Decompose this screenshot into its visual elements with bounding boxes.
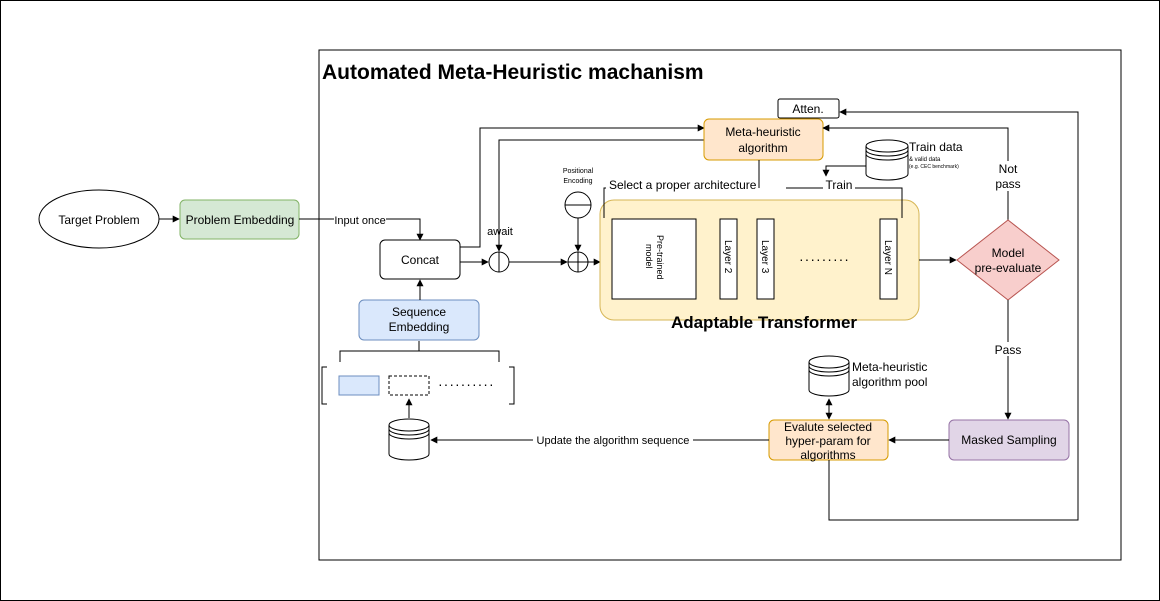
atten-label: Atten. <box>792 102 823 116</box>
sequence-embedding-line1: Sequence <box>392 305 446 319</box>
meta-heuristic-line2: algorithm <box>738 141 787 155</box>
concat-node <box>379 239 461 280</box>
edge-train-data <box>822 165 866 177</box>
edge-meta-to-await <box>495 139 704 252</box>
positional-encoding-line1: Positional <box>563 168 594 175</box>
edge-evaluate-to-atten <box>828 108 1079 521</box>
model-pre-evaluate-node <box>956 219 1060 301</box>
pool-line2: algorithm pool <box>852 375 927 389</box>
sequence-slot-filled <box>338 375 380 396</box>
sequence-slot-empty <box>388 375 430 396</box>
layer-2-label: Layer 2 <box>722 240 733 274</box>
not-pass-label: pass <box>995 177 1020 191</box>
pass-label: Pass <box>995 343 1022 357</box>
layer-dots: ········· <box>799 251 850 267</box>
sequence-dots: ·········· <box>438 376 495 392</box>
diagram-title: Automated Meta-Heuristic machanism <box>322 61 704 84</box>
mechanism-frame <box>318 49 1122 561</box>
layer-n-node <box>879 218 898 300</box>
algorithm-pool-database-icon <box>808 355 850 397</box>
pretrained-line1: Pre-trained <box>655 235 665 280</box>
sequence-embedding-line2: Embedding <box>389 320 450 334</box>
edge-concat-to-meta <box>460 124 705 248</box>
valid-data-label: & valid data <box>909 157 941 163</box>
meta-heuristic-line1: Meta-heuristic <box>725 125 800 139</box>
layer-3-label: Layer 3 <box>759 240 770 274</box>
adaptable-transformer-label: Adaptable Transformer <box>671 313 857 332</box>
sequence-bracket-right <box>509 366 515 405</box>
evaluate-line2: hyper-param for <box>785 434 870 448</box>
meta-heuristic-node <box>703 118 824 161</box>
masked-sampling-label: Masked Sampling <box>961 433 1056 447</box>
pretrained-line2: model <box>644 244 654 269</box>
pretrained-model-node <box>611 218 697 300</box>
layer-3-node <box>756 218 775 300</box>
input-once-label: Input once <box>334 215 385 227</box>
concat-label: Concat <box>401 253 440 267</box>
train-label: Train <box>826 178 853 192</box>
target-problem-label: Target Problem <box>58 213 139 227</box>
evaluate-line3: algorithms <box>800 448 855 462</box>
atten-node <box>777 98 840 119</box>
positional-encoding-line2: Encoding <box>563 178 592 185</box>
update-sequence-label: Update the algorithm sequence <box>537 435 690 447</box>
train-data-label: Train data <box>909 140 963 154</box>
problem-embedding-label: Problem Embedding <box>186 213 295 227</box>
sequence-database-icon <box>388 418 430 461</box>
layer-n-label: Layer N <box>882 240 893 275</box>
sequence-embedding-node <box>358 299 480 341</box>
train-data-database-icon <box>865 139 909 181</box>
await-label: await <box>487 226 513 238</box>
select-architecture-label: Select a proper architecture <box>609 178 757 192</box>
sequence-brace <box>339 341 500 362</box>
cec-benchmark-label: (e.g. CEC benchmark) <box>909 164 959 170</box>
evaluate-line1: Evalute selected <box>784 420 872 434</box>
sequence-bracket-left <box>321 366 327 405</box>
layer-2-node <box>719 218 738 300</box>
not-label: Not <box>999 162 1018 176</box>
model-line2: pre-evaluate <box>975 261 1042 275</box>
model-line1: Model <box>992 246 1025 260</box>
pool-line1: Meta-heuristic <box>852 360 927 374</box>
